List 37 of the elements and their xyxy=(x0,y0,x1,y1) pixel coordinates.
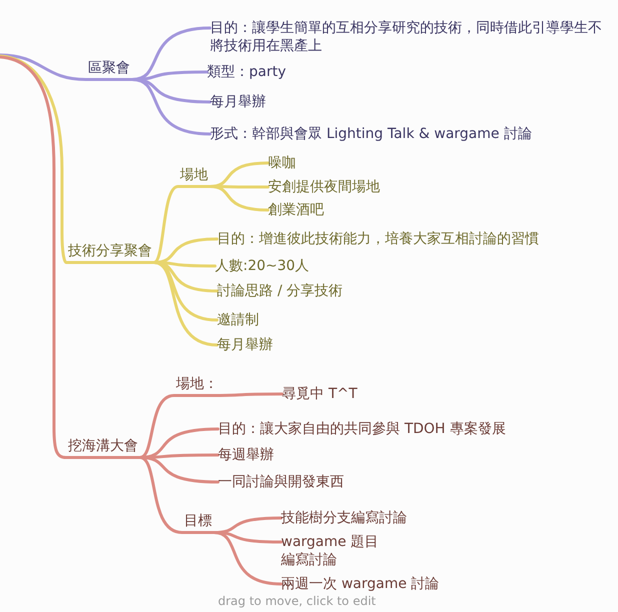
topic-label: 目標 xyxy=(182,512,214,534)
subtopic-label: 創業酒吧 xyxy=(268,201,324,219)
subtopic-label: 一同討論與開發東西 xyxy=(218,473,344,491)
subtopic-label: 每月舉辦 xyxy=(210,93,266,111)
branch-line xyxy=(218,392,284,397)
subtopic-label: 形式：幹部與會眾 Lighting Talk & wargame 討論 xyxy=(210,125,532,143)
branch-line xyxy=(152,185,180,264)
branch-line xyxy=(0,56,68,459)
subtopic-label: 每月舉辦 xyxy=(217,336,273,354)
hint-text: drag to move, click to edit xyxy=(218,594,376,608)
topic-label: 場地： xyxy=(174,375,220,397)
subtopic-label: wargame 題目編寫討論 xyxy=(281,533,391,569)
topic-label: 區聚會 xyxy=(86,59,132,81)
topic-label: 挖海溝大會 xyxy=(66,437,140,459)
subtopic-label: 目的：讓學生簡單的互相分享研究的技術，同時借此引導學生不將技術用在黑產上 xyxy=(210,19,610,55)
topic-label: 場地 xyxy=(178,166,210,188)
branch-line xyxy=(152,261,218,346)
subtopic-label: 目的：讓大家自由的共同參與 TDOH 專案發展 xyxy=(218,420,506,438)
subtopic-label: 人數:20~30人 xyxy=(215,257,310,275)
subtopic-label: 技能樹分支編寫討論 xyxy=(281,509,407,527)
branch-line xyxy=(212,531,282,586)
branch-line xyxy=(138,456,184,534)
subtopic-label: 安創提供夜間場地 xyxy=(268,178,380,196)
subtopic-label: 目的：增進彼此技術能力，培養大家互相討論的習慣 xyxy=(217,230,539,248)
branch-line xyxy=(0,54,88,81)
topic-label: 技術分享聚會 xyxy=(66,242,154,264)
subtopic-label: 尋覓中 T^T xyxy=(282,385,358,403)
branch-line xyxy=(0,54,68,264)
subtopic-label: 邀請制 xyxy=(217,311,259,329)
subtopic-label: 類型：party xyxy=(207,63,286,81)
subtopic-label: 噪咖 xyxy=(268,154,296,172)
subtopic-label: 討論思路 / 分享技術 xyxy=(217,282,343,300)
branch-line xyxy=(130,78,212,136)
subtopic-label: 兩週一次 wargame 討論 xyxy=(281,575,440,593)
subtopic-label: 每週舉辦 xyxy=(218,446,274,464)
branch-line xyxy=(138,394,176,459)
branch-line xyxy=(208,185,270,212)
